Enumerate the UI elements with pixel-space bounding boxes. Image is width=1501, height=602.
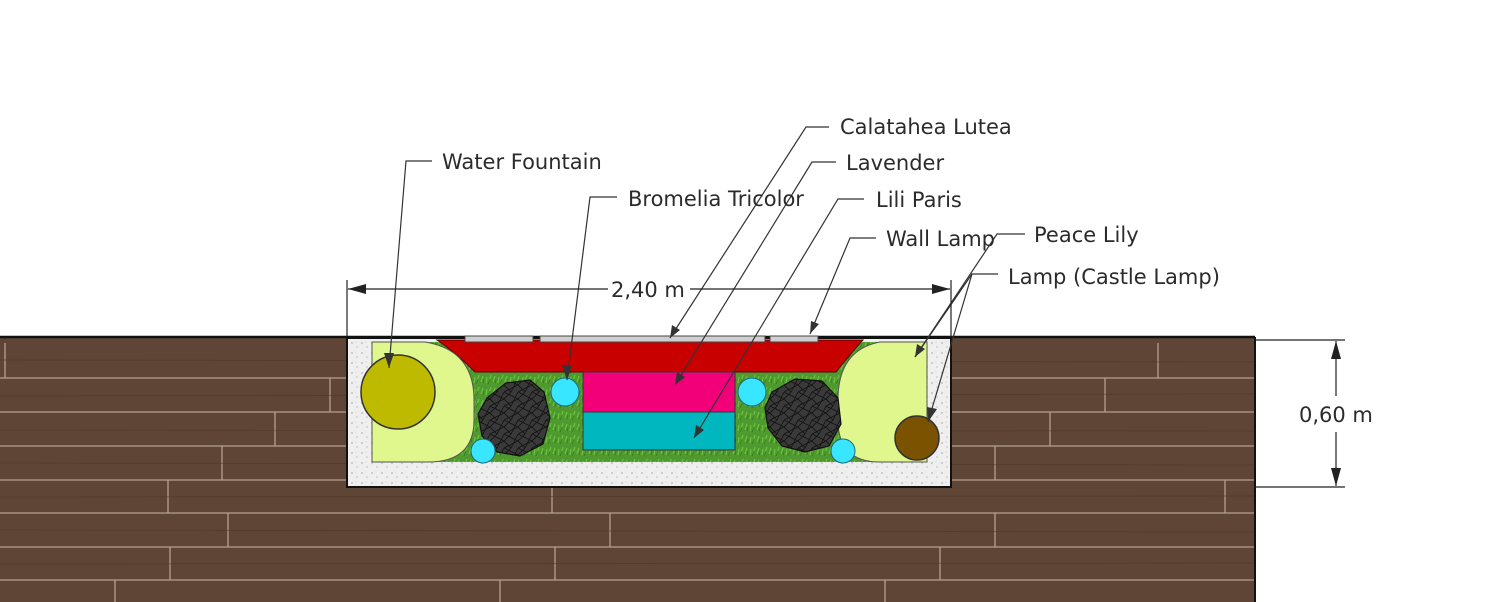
depth-dimension-label: 0,60 m <box>1299 403 1373 427</box>
label-calatahea-lutea: Calatahea Lutea <box>840 115 1012 139</box>
water-fountain <box>360 354 436 430</box>
wall-lamps <box>464 335 819 343</box>
width-dimension <box>346 280 952 337</box>
label-lavender: Lavender <box>846 151 944 175</box>
lili-paris-bed <box>582 411 736 451</box>
label-wall-lamp: Wall Lamp <box>886 227 995 251</box>
rock-left <box>477 379 551 457</box>
width-dimension-label: 2,40 m <box>611 278 685 302</box>
lavender-bed <box>582 371 736 413</box>
label-lili-paris: Lili Paris <box>876 188 962 212</box>
label-peace-lily: Peace Lily <box>1034 223 1139 247</box>
leader-arrowheads <box>384 321 937 438</box>
label-water-fountain: Water Fountain <box>442 150 602 174</box>
depth-dimension <box>1255 339 1345 488</box>
castle-lamp <box>894 415 940 461</box>
leader-lines <box>388 126 1025 439</box>
label-castle-lamp: Lamp (Castle Lamp) <box>1008 265 1220 289</box>
bromelia-tricolor-plants <box>470 377 856 464</box>
calatahea-lutea-bed <box>435 339 865 373</box>
label-bromelia-tricolor: Bromelia Tricolor <box>628 187 804 211</box>
rock-right <box>764 378 842 453</box>
